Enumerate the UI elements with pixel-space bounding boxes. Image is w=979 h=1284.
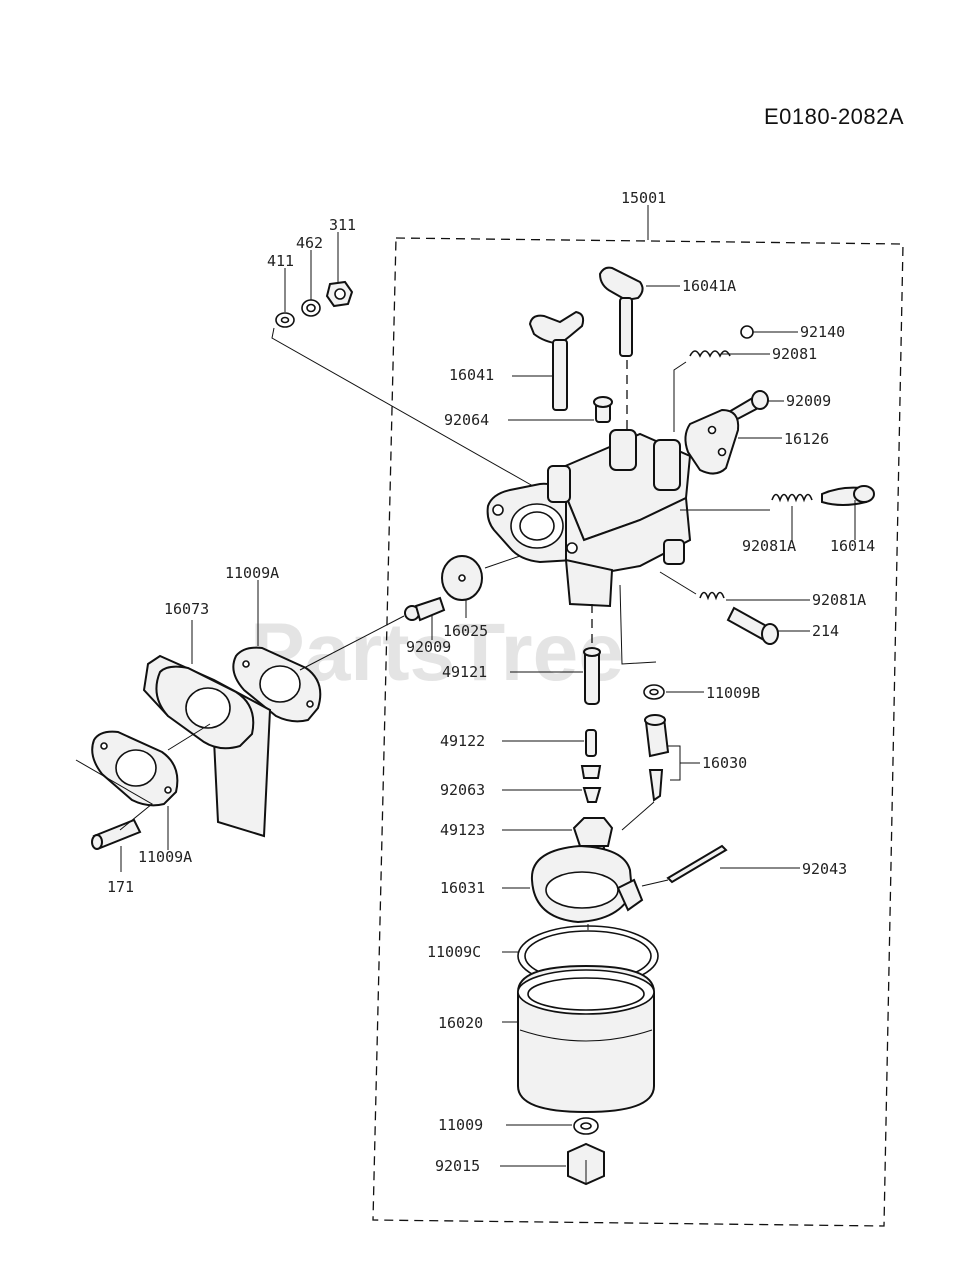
axis-gaskets-lower: [167, 723, 211, 751]
washer-462: [301, 299, 321, 317]
float-bowl-16020: [517, 964, 655, 1114]
label-11009A-bottom: 11009A: [138, 848, 192, 866]
label-16014: 16014: [830, 537, 875, 555]
insulator-16073: [142, 654, 272, 838]
label-462: 462: [296, 234, 323, 252]
label-411: 411: [267, 252, 294, 270]
body-bowl-link: [619, 584, 657, 665]
leader-stud-axis: [75, 759, 153, 831]
valve-seat-16030: [644, 714, 670, 802]
label-16073: 16073: [164, 600, 209, 618]
plate-16126: [684, 408, 740, 475]
label-11009C: 11009C: [427, 943, 481, 961]
jet-92063: [582, 787, 602, 803]
label-311: 311: [329, 216, 356, 234]
label-15001: 15001: [621, 189, 666, 207]
leader-16025-to-body: [484, 555, 521, 569]
label-16041A: 16041A: [682, 277, 736, 295]
washer-411: [275, 312, 295, 328]
axis-92043: [641, 879, 669, 887]
axis-gaskets: [299, 615, 405, 671]
label-92081: 92081: [772, 345, 817, 363]
document-code: E0180-2082A: [764, 104, 905, 129]
float-16031: [530, 844, 644, 924]
label-92015: 92015: [435, 1157, 480, 1175]
leader-92081-to-body: [673, 361, 687, 432]
carburetor-body: [486, 429, 692, 608]
label-92009-mid: 92009: [406, 638, 451, 656]
label-171: 171: [107, 878, 134, 896]
nozzle-49121: [583, 647, 601, 705]
spring-92081A-a: [771, 493, 813, 503]
screw-16014: [821, 485, 875, 506]
gasket-11009A-top: [232, 646, 322, 723]
nut-311: [325, 280, 354, 308]
label-92063: 92063: [440, 781, 485, 799]
valve-to-float: [621, 801, 655, 831]
bolt-92015: [567, 1142, 605, 1186]
label-16020: 16020: [438, 1014, 483, 1032]
label-49122: 49122: [440, 732, 485, 750]
gasket-11009A-bottom: [91, 730, 179, 807]
label-92043: 92043: [802, 860, 847, 878]
label-11009: 11009: [438, 1116, 483, 1134]
spring-92081A-b: [699, 591, 725, 601]
screw-92009-mid: [404, 596, 446, 622]
screw-214: [726, 606, 779, 645]
label-92064: 92064: [444, 411, 489, 429]
label-214: 214: [812, 622, 839, 640]
jet-49122: [580, 729, 602, 779]
label-16041: 16041: [449, 366, 494, 384]
label-16030: 16030: [702, 754, 747, 772]
label-16031: 16031: [440, 879, 485, 897]
pin-92043: [666, 844, 728, 884]
axis-214: [659, 571, 697, 595]
leader-16030-bracket: [668, 745, 681, 781]
leader-washers-to-body: [271, 327, 541, 491]
label-92081A-b: 92081A: [812, 591, 866, 609]
ball-92140: [740, 325, 754, 339]
throttle-shaft-16041: [528, 310, 585, 411]
label-92140: 92140: [800, 323, 845, 341]
label-92009-top: 92009: [786, 392, 831, 410]
label-49123: 49123: [440, 821, 485, 839]
label-16126: 16126: [784, 430, 829, 448]
stud-171: [91, 818, 142, 850]
choke-shaft-16041A: [598, 266, 644, 357]
label-11009A-top: 11009A: [225, 564, 279, 582]
label-11009B: 11009B: [706, 684, 760, 702]
plate-16025: [441, 555, 483, 601]
washer-11009: [573, 1117, 599, 1135]
label-49121: 49121: [442, 663, 487, 681]
washer-11009B: [643, 684, 665, 700]
screw-92064: [593, 396, 613, 423]
assembly-boundary: [372, 237, 904, 1227]
label-16025: 16025: [443, 622, 488, 640]
label-92081A-a: 92081A: [742, 537, 796, 555]
